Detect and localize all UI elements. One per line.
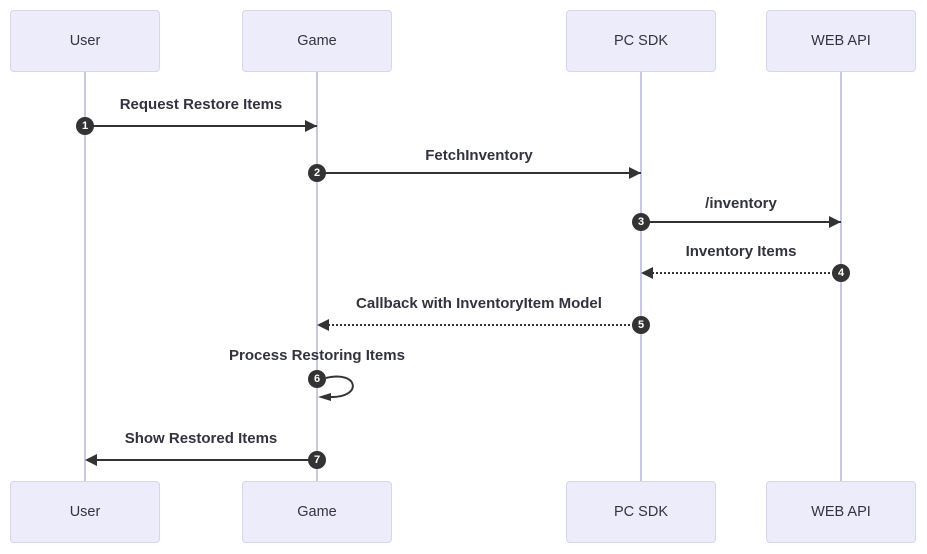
actor-box-webapi-top: WEB API xyxy=(766,10,916,72)
actor-label: PC SDK xyxy=(614,504,668,520)
actor-label: PC SDK xyxy=(614,33,668,49)
actor-box-user-top: User xyxy=(10,10,160,72)
arrowhead-icon xyxy=(305,120,317,132)
sequence-number-badge: 7 xyxy=(308,451,326,469)
message-arrow-7 xyxy=(89,459,317,461)
self-loop-arrow xyxy=(318,375,354,401)
message-arrow-2 xyxy=(317,172,641,174)
actor-box-user-bottom: User xyxy=(10,481,160,543)
message-arrow-5 xyxy=(321,324,641,326)
message-arrow-4 xyxy=(645,272,841,274)
actor-label: WEB API xyxy=(811,33,871,49)
sequence-number-badge: 5 xyxy=(632,316,650,334)
arrowhead-icon xyxy=(629,167,641,179)
arrowhead-icon xyxy=(317,319,329,331)
actor-box-game-top: Game xyxy=(242,10,392,72)
message-label-5: Callback with InventoryItem Model xyxy=(356,295,602,312)
actor-box-webapi-bottom: WEB API xyxy=(766,481,916,543)
arrowhead-icon xyxy=(641,267,653,279)
message-label-6: Process Restoring Items xyxy=(229,347,405,364)
message-arrow-3 xyxy=(641,221,841,223)
actor-label: WEB API xyxy=(811,504,871,520)
actor-label: Game xyxy=(297,33,337,49)
arrowhead-icon xyxy=(829,216,841,228)
actor-label: User xyxy=(69,504,101,520)
sequence-number-badge: 4 xyxy=(832,264,850,282)
sequence-number-badge: 3 xyxy=(632,213,650,231)
sequence-number-badge: 2 xyxy=(308,164,326,182)
actor-box-game-bottom: Game xyxy=(242,481,392,543)
message-label-4: Inventory Items xyxy=(685,243,797,260)
message-label-7: Show Restored Items xyxy=(124,430,278,447)
message-label-2: FetchInventory xyxy=(425,147,533,164)
lifeline-game xyxy=(316,72,318,481)
message-label-1: Request Restore Items xyxy=(119,96,283,113)
sequence-number-badge: 1 xyxy=(76,117,94,135)
sequence-number-badge: 6 xyxy=(308,370,326,388)
actor-label: User xyxy=(69,33,101,49)
message-label-3: /inventory xyxy=(705,195,777,212)
actor-box-pcsdk-top: PC SDK xyxy=(566,10,716,72)
arrowhead-icon xyxy=(85,454,97,466)
message-arrow-1 xyxy=(85,125,317,127)
actor-box-pcsdk-bottom: PC SDK xyxy=(566,481,716,543)
lifeline-user xyxy=(84,72,86,481)
actor-label: Game xyxy=(297,504,337,520)
